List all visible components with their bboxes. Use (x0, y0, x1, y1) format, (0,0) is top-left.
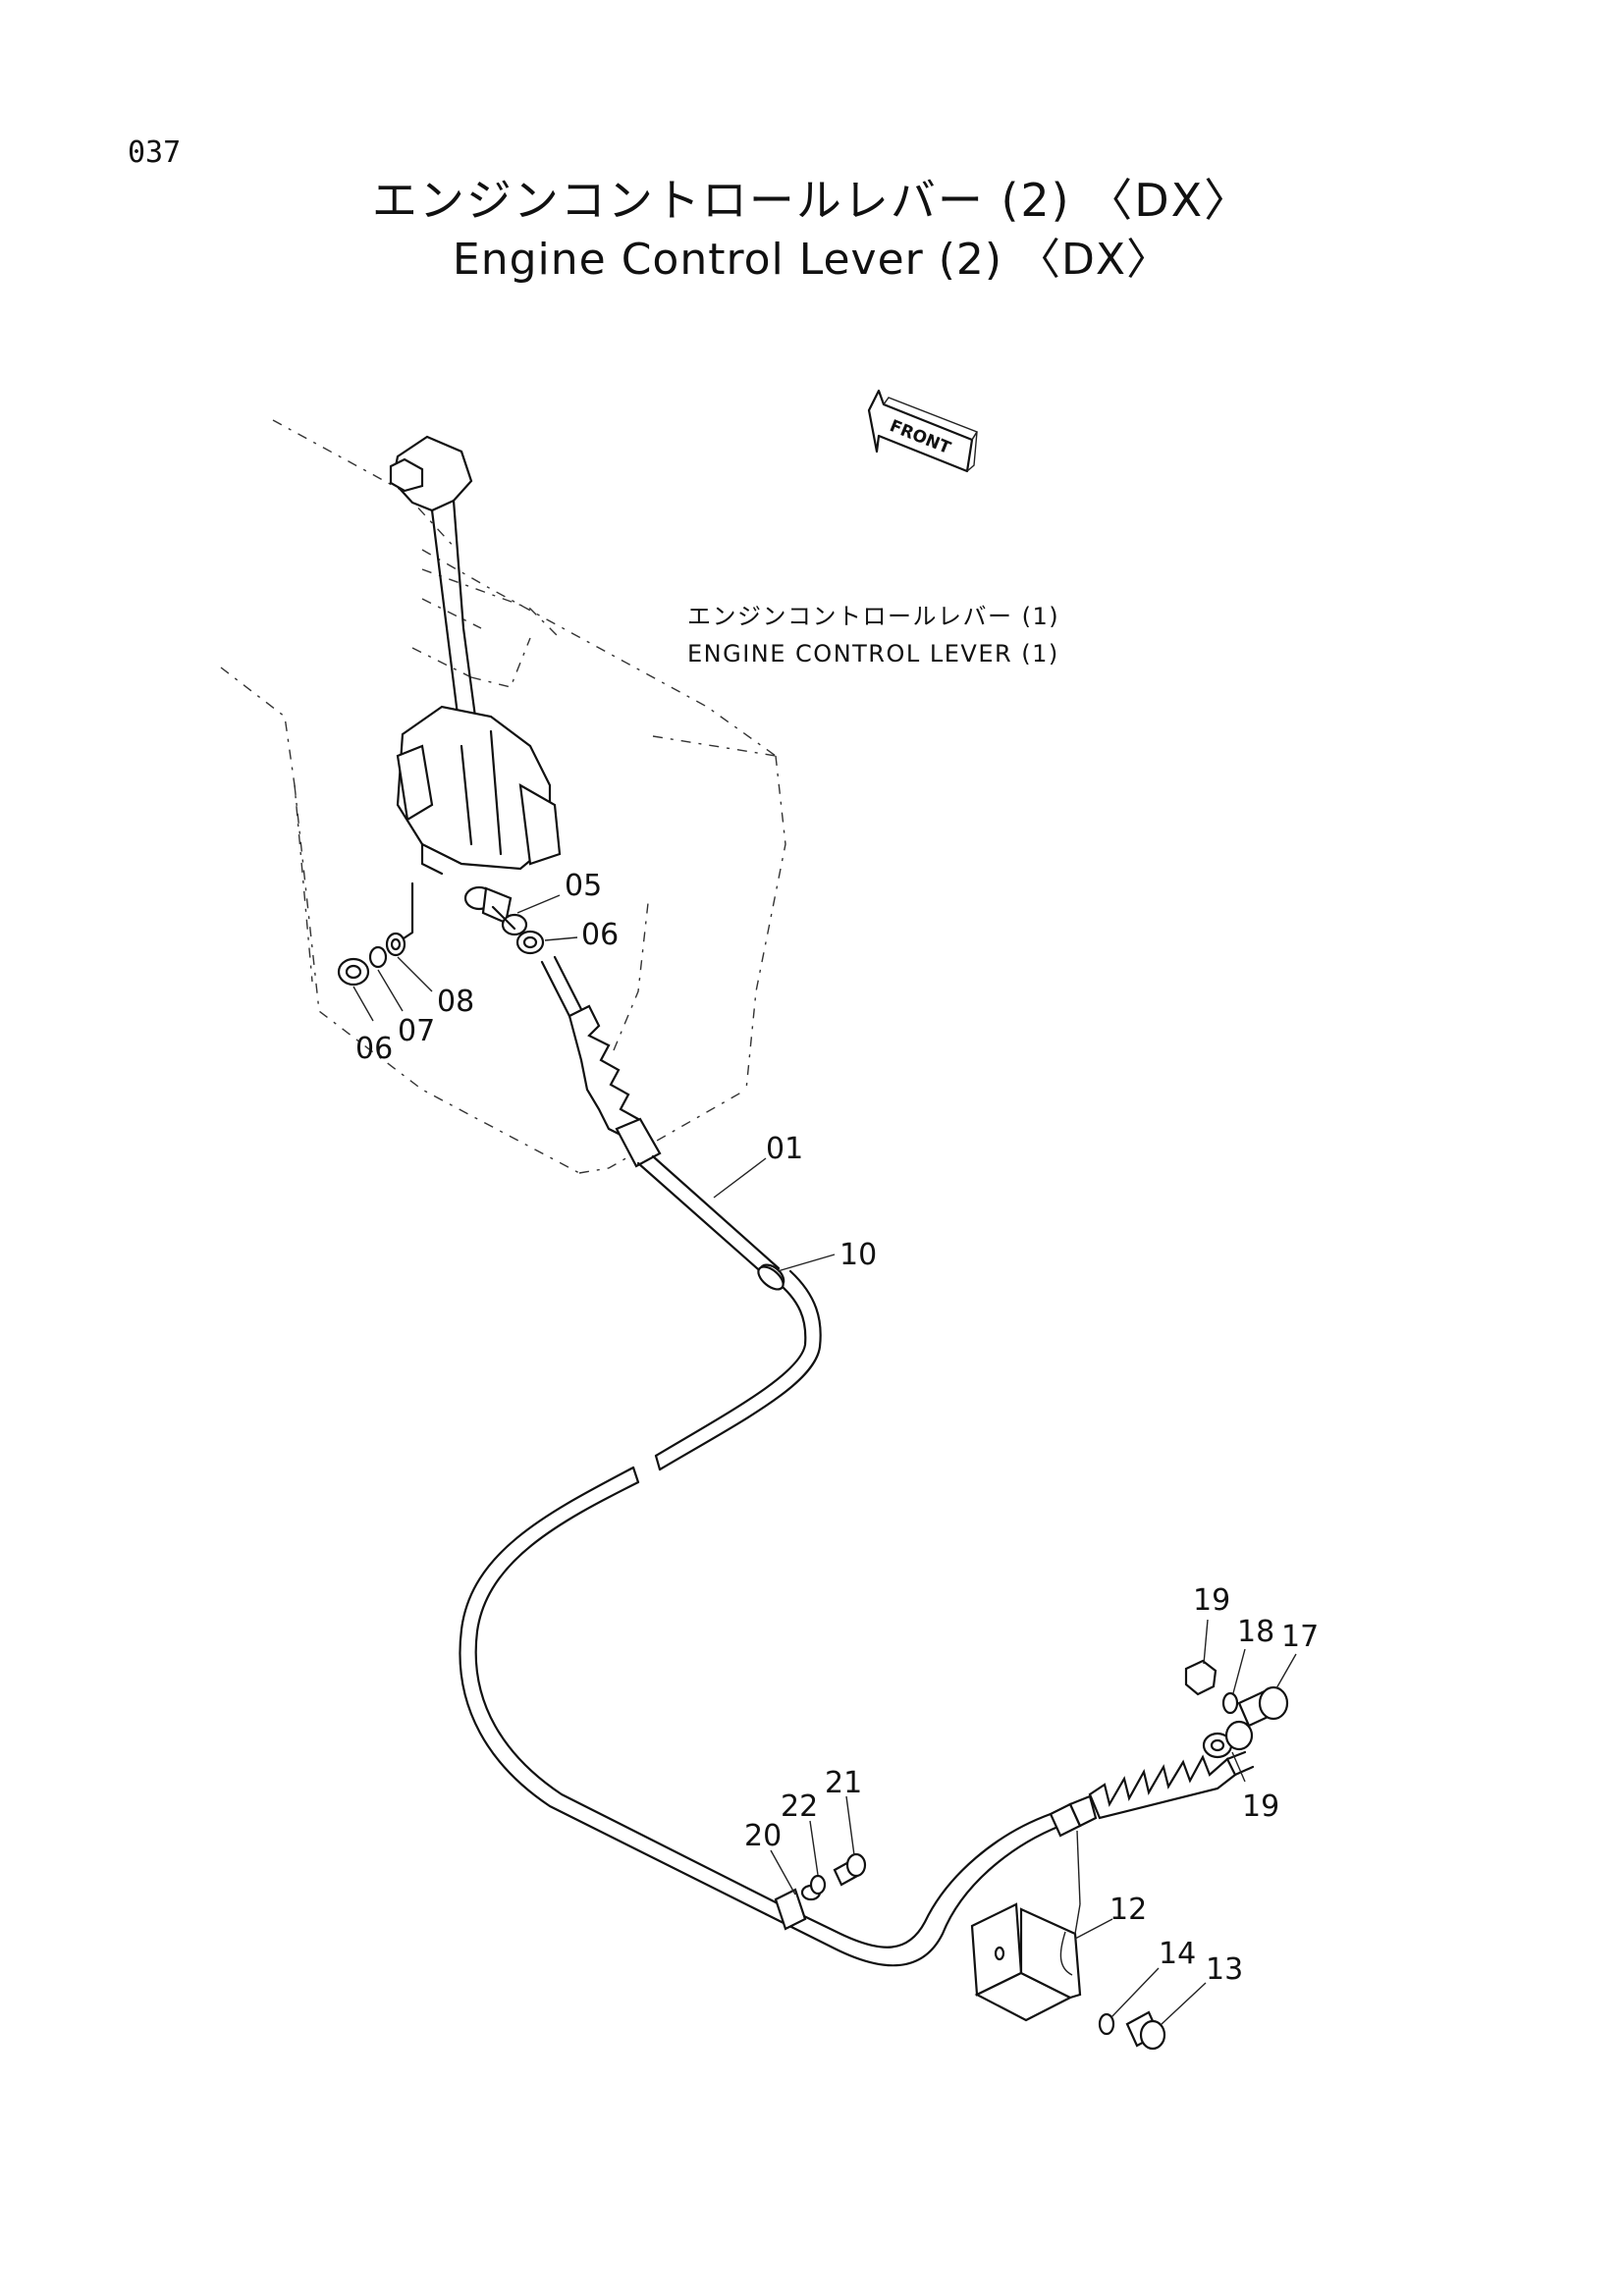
washer-22 (809, 1874, 827, 1896)
lock-washer-18 (1221, 1691, 1239, 1715)
callout-07: 07 (398, 1014, 435, 1048)
callout-22: 22 (781, 1789, 818, 1824)
title-english: Engine Control Lever (2) 〈DX〉 (452, 235, 1171, 285)
washer-14 (1098, 2012, 1115, 2036)
washer-stack-left (337, 932, 406, 987)
callout-06-upper: 06 (581, 918, 619, 952)
rod-end-05 (463, 885, 528, 936)
nut-06-upper (515, 930, 545, 955)
reference-note-en: ENGINE CONTROL LEVER (1) (687, 640, 1059, 667)
cable-clamp-10 (757, 1265, 784, 1291)
callout-13: 13 (1206, 1952, 1243, 1987)
callout-01: 01 (766, 1132, 803, 1166)
cable-upper-end (540, 955, 662, 1168)
nut-19-upper (1184, 1659, 1217, 1696)
callout-18: 18 (1237, 1615, 1274, 1649)
rod-end-17 (1237, 1685, 1289, 1728)
callout-14: 14 (1159, 1937, 1196, 1971)
callout-21: 21 (825, 1766, 862, 1800)
callout-labels: 05 06 06 07 08 01 10 20 22 21 12 14 13 1… (355, 869, 1319, 1987)
leader-lines (352, 894, 1297, 2025)
callout-05: 05 (565, 869, 602, 903)
reference-note-jp: エンジンコントロールレバー (1) (687, 603, 1059, 630)
callout-20: 20 (744, 1819, 782, 1853)
page-number: 037 (128, 135, 182, 170)
front-direction-arrow: FRONT (867, 389, 979, 473)
callout-10: 10 (839, 1238, 877, 1272)
bolt-13 (1125, 2010, 1166, 2051)
callout-12: 12 (1109, 1893, 1147, 1927)
control-lever (389, 435, 481, 748)
cable-lower-end (1088, 1750, 1255, 1820)
bolt-21 (833, 1852, 867, 1887)
callout-08: 08 (437, 985, 474, 1019)
bracket-12 (970, 1902, 1082, 2022)
callout-06-lower: 06 (355, 1032, 393, 1066)
reference-note: エンジンコントロールレバー (1) ENGINE CONTROL LEVER (… (687, 603, 1059, 667)
callout-19-lower: 19 (1242, 1789, 1279, 1824)
nut-19-lower (1202, 1720, 1254, 1759)
title-japanese: エンジンコントロールレバー (2) 〈DX〉 (371, 174, 1252, 227)
callout-17: 17 (1281, 1620, 1319, 1654)
callout-19-upper: 19 (1193, 1583, 1230, 1618)
lever-housing (396, 705, 562, 944)
